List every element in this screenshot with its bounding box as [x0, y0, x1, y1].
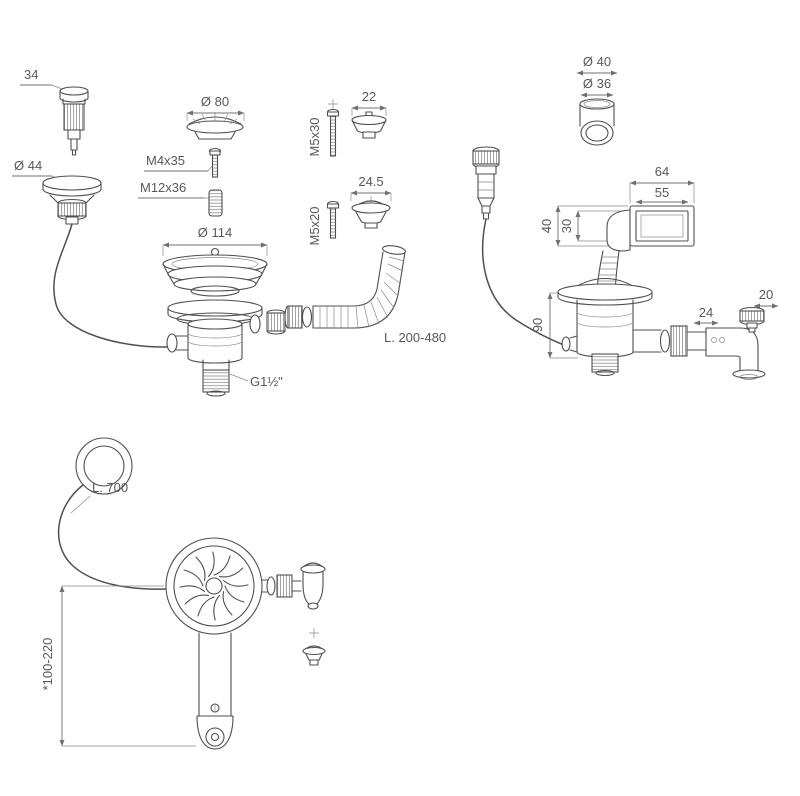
dim-24-label: 24: [699, 305, 713, 320]
assembled-view: L. 700: [40, 437, 326, 750]
overflow-elbow-part: Ø 40 Ø 36: [576, 54, 618, 146]
right-drain-assembly: 90 24 20: [530, 278, 779, 380]
pushbutton-knob-part: 34: [20, 67, 89, 156]
screw-m5x30-label: M5x30: [307, 117, 322, 156]
dim-24-5-label: 24.5: [358, 174, 383, 189]
dia-36-label: Ø 36: [583, 76, 611, 91]
dim-22-label: 22: [362, 89, 376, 104]
dia-40-label: Ø 40: [583, 54, 611, 69]
dia-80-label: Ø 80: [201, 94, 229, 109]
overflow-cable: [481, 218, 567, 347]
screw-m5x20-label: M5x20: [307, 206, 322, 245]
cable-length-label: L. 700: [92, 480, 128, 495]
flange-and-cable-part: Ø 44: [12, 158, 169, 348]
height-range-label: *100-220: [40, 638, 55, 691]
control-cable: [53, 223, 169, 348]
dim-34-label: 34: [24, 67, 38, 82]
strainer-exploded-view: Ø 80 M4x35 M12x36 Ø 114: [138, 94, 286, 397]
hose-length-label: L. 200-480: [384, 330, 446, 345]
dim-30-label: 30: [559, 219, 574, 233]
cable-assembled: [57, 484, 167, 590]
small-cover-part: [302, 628, 326, 666]
tailpipe: [196, 632, 234, 750]
dim-64-label: 64: [655, 164, 669, 179]
thread-size-label: G1½": [250, 374, 283, 389]
overflow-box-part: 64 55 40 30: [539, 164, 695, 292]
screw-m12x36-label: M12x36: [140, 180, 186, 195]
cable-socket: [166, 333, 178, 353]
dim-20-label: 20: [759, 287, 773, 302]
dim-40-label: 40: [539, 219, 554, 233]
dim-90-label: 90: [530, 318, 545, 332]
cable-socket: [561, 336, 571, 352]
flexible-hose-part: L. 200-480: [284, 245, 446, 345]
screw-m4x35-label: M4x35: [146, 153, 185, 168]
overflow-cover-parts: 22 M5x30 24.5 M5x20: [307, 89, 392, 246]
dia-44-label: Ø 44: [14, 158, 42, 173]
strainer-top-view: [165, 537, 263, 635]
dia-114-label: Ø 114: [198, 225, 232, 240]
pull-knob-part: [472, 146, 567, 347]
dim-55-label: 55: [655, 185, 669, 200]
